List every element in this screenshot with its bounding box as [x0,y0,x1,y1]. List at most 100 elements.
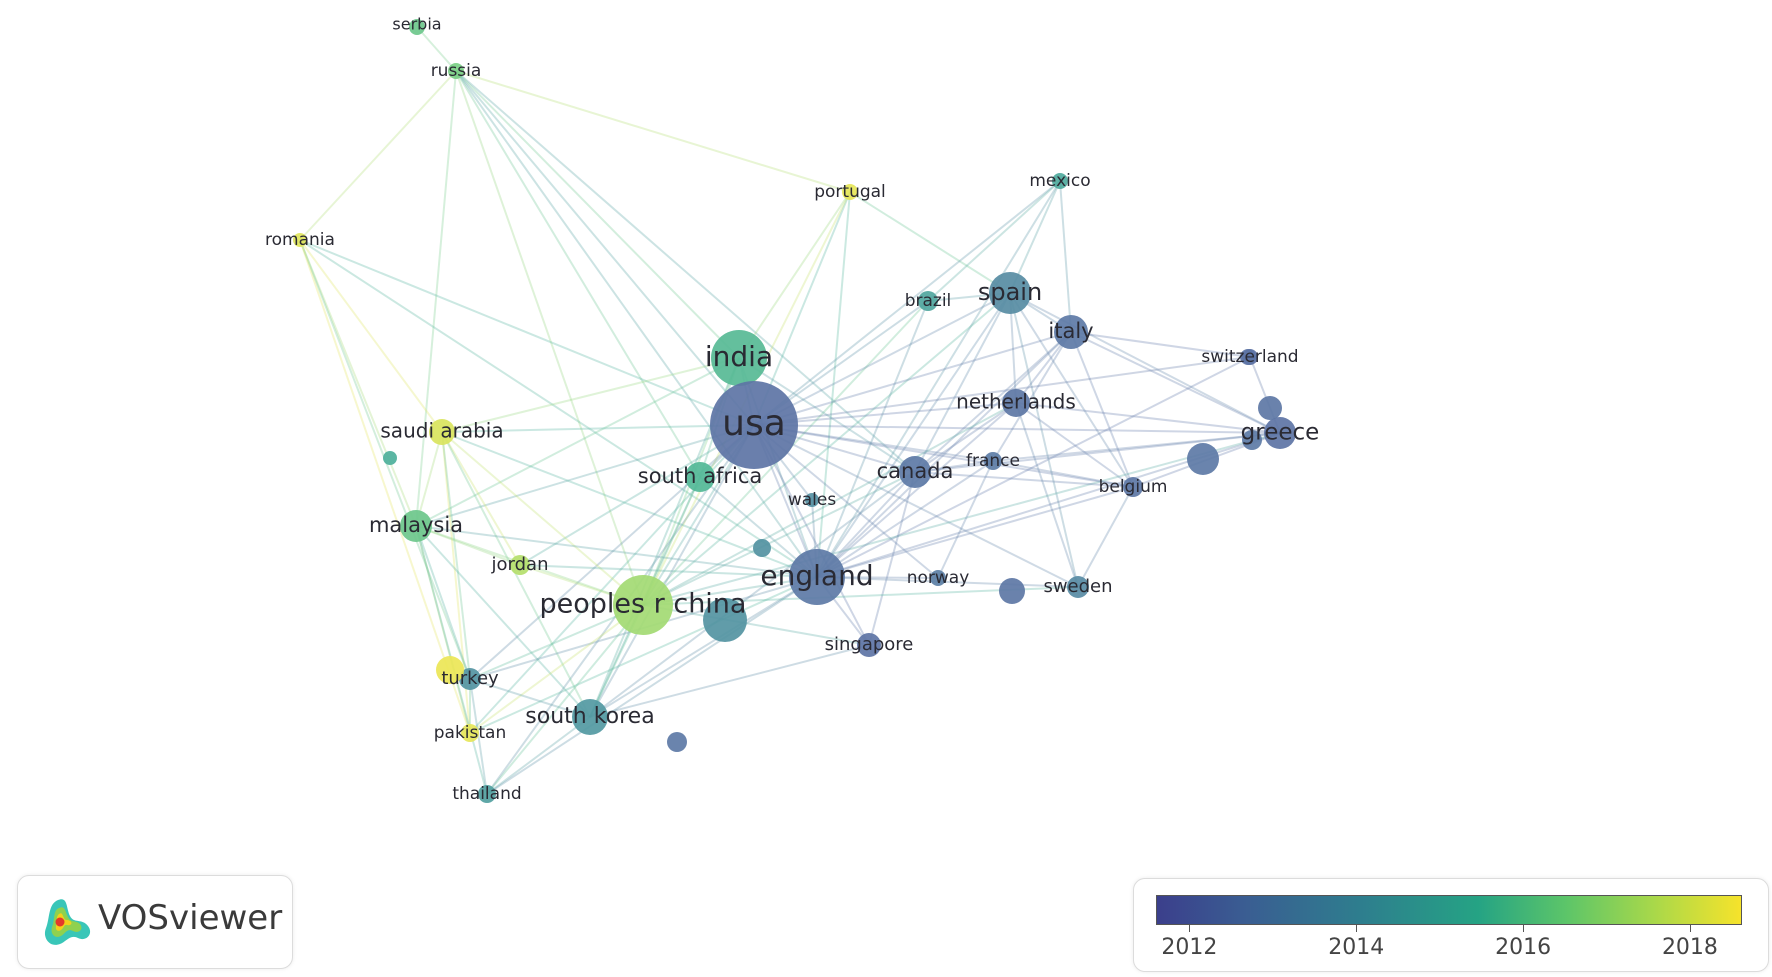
node-greece[interactable] [1264,417,1296,449]
link-usa-greece [753,424,1281,434]
link-belgium-england [816,486,1134,578]
link-italy-greece [1070,331,1281,434]
link-india-malaysia [415,357,740,527]
node-wales[interactable] [805,493,819,507]
link-jordan-england [519,564,818,578]
legend-tick-2014 [1356,924,1358,932]
link-layer [299,26,1281,795]
node-unlabeled-31[interactable] [703,598,747,642]
node-unlabeled-34[interactable] [1258,396,1282,420]
link-peoples-r-china-thailand [486,604,644,795]
node-pakistan[interactable] [461,724,479,742]
node-unlabeled-37[interactable] [1242,430,1262,450]
link-england-sweden [816,576,1079,588]
node-label-pakistan: pakistan [434,723,507,743]
node-unlabeled-33[interactable] [1187,443,1219,475]
link-england-pakistan [469,576,818,734]
link-brazil-england [816,300,929,578]
node-label-spain: spain [978,278,1042,306]
link-portugal-spain [849,191,1011,294]
node-spain[interactable] [989,272,1031,314]
node-peoples-r-china[interactable] [613,575,673,635]
link-italy-switzerland [1070,331,1251,358]
node-mexico[interactable] [1052,173,1068,189]
node-label-south-korea: south korea [525,704,654,729]
link-greece-canada [914,432,1281,473]
link-usa-malaysia [415,424,755,527]
node-unlabeled-32[interactable] [753,539,771,557]
node-saudi-arabia[interactable] [429,419,455,445]
node-canada[interactable] [899,456,931,488]
node-unlabeled-30[interactable] [383,451,397,465]
node-unlabeled-36[interactable] [667,732,687,752]
node-russia[interactable] [448,63,464,79]
node-portugal[interactable] [842,184,858,200]
legend-label-2014: 2014 [1328,935,1385,960]
node-serbia[interactable] [409,19,425,35]
link-netherlands-england [816,402,1017,578]
node-unlabeled-38[interactable] [436,656,464,684]
link-usa-sweden [753,424,1079,588]
node-unlabeled-35[interactable] [999,578,1025,604]
link-saudi-arabia-turkey [441,431,471,680]
link-malaysia-pakistan [415,525,471,734]
node-south-africa[interactable] [685,462,715,492]
node-brazil[interactable] [918,291,938,311]
node-label-serbia: serbia [392,15,441,34]
link-spain-canada [914,292,1011,473]
node-thailand[interactable] [478,785,496,803]
node-label-jordan: jordan [491,554,549,575]
link-belgium-sweden [1077,486,1134,588]
node-label-italy: italy [1048,319,1093,343]
link-switzerland-usa [753,356,1251,426]
node-usa[interactable] [710,381,798,469]
link-netherlands-peoples-r-china [642,402,1017,606]
node-label-norway: norway [907,568,970,588]
link-thailand-turkey [469,678,488,795]
node-sweden[interactable] [1067,576,1089,598]
link-russia-south-africa [455,70,701,478]
link-russia-portugal [455,70,851,193]
vosviewer-logo-text: VOSviewer [98,898,283,938]
link-france-england [816,460,994,578]
link-saudi-arabia-jordan [441,431,521,566]
node-romania[interactable] [293,233,307,247]
node-india[interactable] [711,330,767,386]
node-norway[interactable] [930,570,946,586]
link-spain-usa [753,292,1011,426]
node-unlabeled-39[interactable] [1240,349,1256,365]
link-saudi-arabia-peoples-r-china [441,431,644,606]
link-italy-belgium [1070,331,1134,488]
link-saudi-arabia-malaysia [415,431,443,527]
node-italy[interactable] [1054,315,1088,349]
link-france-norway [937,460,994,579]
node-layer [293,19,1296,803]
node-belgium[interactable] [1123,477,1143,497]
node-singapore[interactable] [857,633,881,657]
node-label-thailand: thailand [452,784,521,804]
node-label-wales: wales [788,490,837,510]
link-romania-england [299,239,818,578]
node-south-korea[interactable] [572,699,608,735]
node-jordan[interactable] [510,555,530,575]
legend-tick-2012 [1189,924,1191,932]
node-malaysia[interactable] [400,510,432,542]
link-france-belgium [992,460,1134,488]
link-netherlands-canada [914,402,1017,473]
node-label-malaysia: malaysia [369,513,463,537]
link-usa-saudi-arabia [441,424,755,433]
link-south-korea-singapore [589,644,870,718]
color-gradient-bar [1156,895,1742,925]
node-france[interactable] [984,452,1002,470]
link-mexico-england [816,180,1061,578]
node-label-netherlands: netherlands [956,390,1076,414]
node-england[interactable] [789,549,845,605]
node-label-england: england [760,559,873,592]
node-netherlands[interactable] [1002,389,1030,417]
link-peoples-r-china-singapore [642,604,870,646]
link-romania-saudi-arabia [299,239,443,433]
node-turkey[interactable] [459,668,481,690]
link-greece-peoples-r-china [642,432,1281,606]
node-label-greece: greece [1241,420,1320,446]
